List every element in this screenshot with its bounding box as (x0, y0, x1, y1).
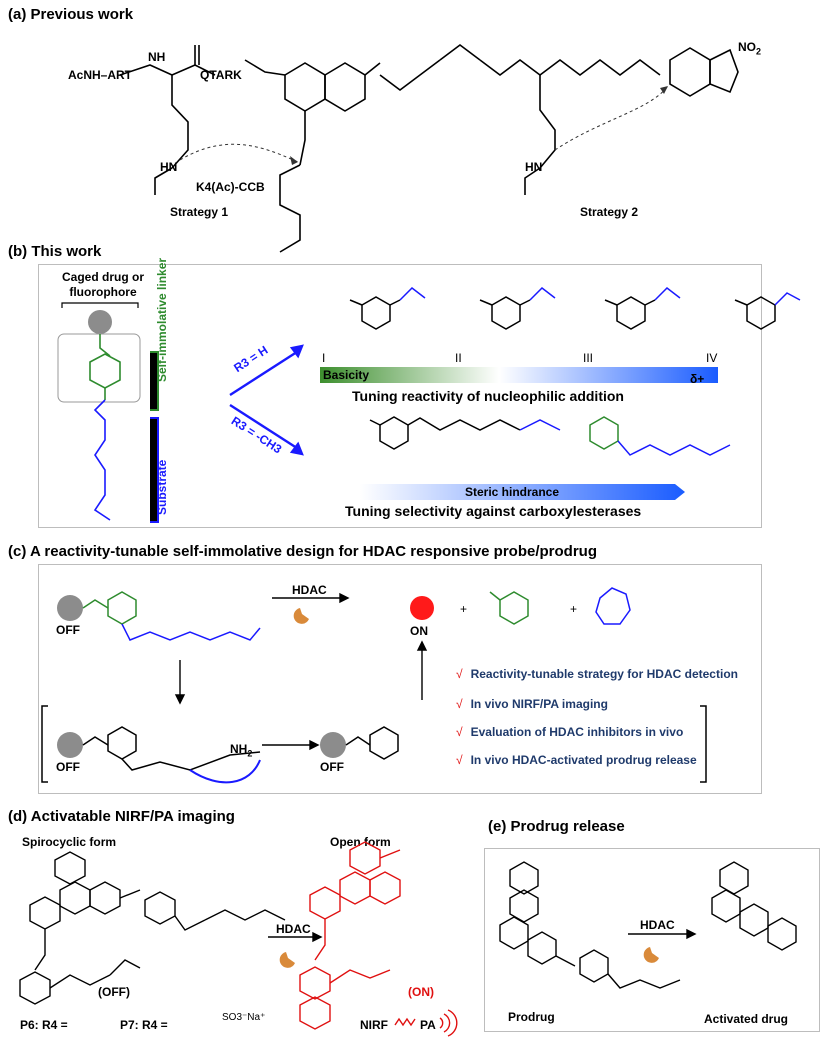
hdac-label-c: HDAC (292, 583, 327, 597)
panel-b-heading: (b) This work (8, 243, 102, 260)
panel-c-box (38, 564, 762, 794)
activated-drug-label: Activated drug (704, 1012, 789, 1026)
strategy-1-label: Strategy 1 (170, 205, 229, 219)
open-label: Open form (330, 835, 391, 849)
tuning-reactivity: Tuning reactivity of nucleophilic additi… (352, 388, 624, 404)
nirf-wave-icon (394, 1017, 416, 1027)
basicity-gradient-bar (320, 367, 718, 383)
checklist-item-2: √In vivo NIRF/PA imaging (456, 697, 608, 711)
panel-e-box (484, 848, 820, 1032)
hdac-label-e: HDAC (640, 918, 675, 932)
delta-label: δ+ (690, 372, 705, 386)
checklist-item-3: √Evaluation of HDAC inhibitors in vivo (456, 725, 684, 739)
hdac-label-d: HDAC (276, 922, 311, 936)
roman-iv: IV (706, 351, 718, 365)
nh2-label: NH2 (230, 742, 253, 759)
off-label-c2: OFF (56, 760, 80, 774)
cargo-on (410, 596, 434, 620)
off-label-d: (OFF) (98, 985, 130, 999)
caged-label: Caged drug or fluorophore (61, 270, 144, 299)
cargo-off-3 (320, 732, 346, 758)
checklist-item-4: √In vivo HDAC-activated prodrug release (456, 753, 697, 767)
roman-ii: II (455, 351, 462, 365)
no2-label-a: NO2 (738, 40, 762, 57)
roman-iii: III (583, 351, 594, 365)
hdac-enzyme-icon-e (643, 947, 659, 963)
hdac-enzyme-icon-c (293, 608, 309, 624)
checklist-item-1: √Reactivity-tunable strategy for HDAC de… (456, 667, 738, 681)
cargo-off-2 (57, 732, 83, 758)
panel-b-box (38, 264, 762, 528)
so3-label: SO3⁻Na⁺ (222, 1012, 266, 1023)
hdac-enzyme-icon-d (279, 952, 295, 968)
hn-label-a2: HN (525, 160, 543, 174)
compound-label: K4(Ac)-CCB (196, 180, 265, 194)
cargo-off-1 (57, 595, 83, 621)
panel-d-heading: (d) Activatable NIRF/PA imaging (8, 808, 235, 825)
plus-1: + (460, 602, 468, 616)
roman-i: I (322, 351, 326, 365)
steric-label: Steric hindrance (465, 485, 560, 499)
p6-label: P6: R4 = (20, 1018, 68, 1032)
panel-a-heading: (a) Previous work (8, 6, 134, 23)
peptide-left: AcNH–ART (68, 68, 133, 82)
nh-label: NH (148, 50, 166, 64)
tuning-selectivity: Tuning selectivity against carboxylester… (345, 503, 642, 519)
panel-e-heading: (e) Prodrug release (488, 818, 625, 835)
hn-label-a1: HN (160, 160, 178, 174)
spiro-label: Spirocyclic form (22, 835, 117, 849)
panel-c-heading: (c) A reactivity-tunable self-immolative… (8, 543, 597, 560)
off-label-c1: OFF (56, 623, 80, 637)
strategy-2-label: Strategy 2 (580, 205, 639, 219)
prodrug-label: Prodrug (508, 1010, 555, 1024)
on-label-d: (ON) (408, 985, 434, 999)
basicity-label: Basicity (323, 368, 370, 382)
pa-label: PA (420, 1018, 436, 1032)
on-label: ON (410, 624, 428, 638)
nirf-label: NIRF (360, 1018, 388, 1032)
peptide-right: QTARK (200, 68, 242, 82)
pa-wave-icon (439, 1009, 458, 1037)
plus-2: + (570, 602, 578, 616)
steric-gradient-bar (360, 484, 685, 500)
off-label-c3: OFF (320, 760, 344, 774)
p7-label: P7: R4 = (120, 1018, 168, 1032)
